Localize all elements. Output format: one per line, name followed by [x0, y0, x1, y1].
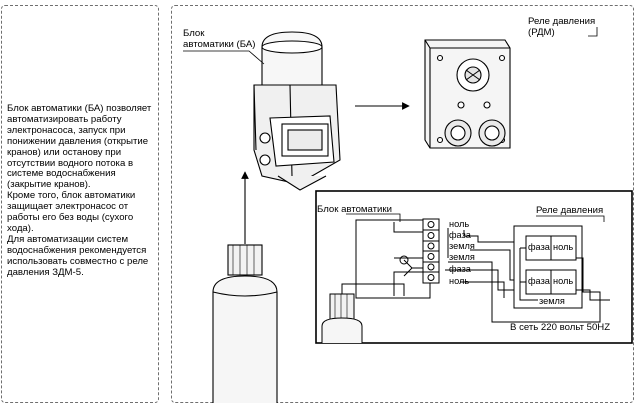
pressure-relay-label: Реле давления (РДМ) [528, 16, 596, 38]
pump-small-drawing [321, 283, 405, 343]
relay-terminal-label: фаза [528, 276, 550, 286]
ground-label: земля [539, 296, 565, 306]
automation-block-schematic [355, 218, 440, 299]
terminal-label: земля [449, 241, 475, 251]
automation-unit-drawing [253, 31, 341, 191]
terminal-label: земля [449, 252, 475, 262]
pressure-relay-schematic [445, 225, 610, 323]
mains-label: В сеть 220 вольт 50HZ [510, 322, 611, 333]
description-text: Блок автоматики (БА) позволяет автоматиз… [7, 103, 152, 278]
automation-block-title: Блок автоматики [317, 204, 392, 215]
relay-terminal-label: ноль [553, 242, 574, 252]
relay-terminal-label: ноль [553, 276, 574, 286]
diagram-panel [171, 5, 634, 403]
terminal-label: фаза [449, 264, 471, 274]
pressure-relay-drawing [424, 39, 511, 149]
description-panel: Блок автоматики (БА) позволяет автоматиз… [1, 5, 159, 403]
terminal-label: ноль [449, 276, 470, 286]
automation-unit-label: Блок автоматики (БА) [183, 28, 256, 50]
relay-terminal-label: фаза [528, 242, 550, 252]
terminal-label: ноль [449, 219, 470, 229]
terminal-label: фаза [449, 230, 471, 240]
pressure-relay-title: Реле давления [536, 205, 604, 216]
pump-drawing [212, 244, 278, 403]
